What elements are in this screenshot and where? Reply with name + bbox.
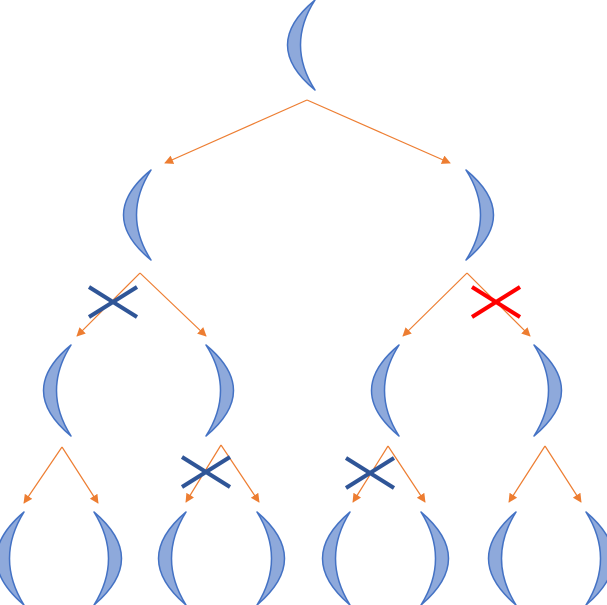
lens-node-n5-left-crescent (370, 344, 400, 437)
edge-n3-n7 (23, 446, 63, 504)
lens-node-n7-left-crescent (0, 511, 25, 605)
lens-node-n6-right-crescent (533, 344, 563, 437)
edge-n4-n10 (220, 444, 260, 503)
edge-n6-n14 (544, 445, 582, 503)
lens-node-n0-left-crescent (286, 0, 316, 91)
lens-node-n12-right-crescent (420, 511, 450, 605)
crosses-layer (87, 285, 522, 490)
edge-n0-n2 (306, 99, 451, 164)
lens-node-n1-left-crescent (122, 169, 152, 261)
cross-mark-blue-n4-n9 (180, 455, 232, 489)
edge-n3-n8 (61, 446, 99, 504)
edge-n5-n12 (387, 445, 426, 503)
lens-node-n8-right-crescent (93, 511, 123, 605)
edge-n2-n5 (402, 272, 468, 337)
lens-node-n3-left-crescent (42, 344, 72, 437)
lens-node-n10-right-crescent (256, 511, 286, 605)
lens-node-n9-left-crescent (157, 511, 187, 605)
lens-node-n4-right-crescent (205, 344, 235, 437)
cross-mark-blue-n1-n3 (87, 285, 139, 319)
lens-node-n13-left-crescent (487, 511, 517, 605)
lens-node-n2-right-crescent (465, 169, 495, 261)
cross-mark-red-n2-n6 (470, 285, 522, 319)
cross-mark-blue-n5-n11 (344, 456, 396, 490)
lens-node-n14-right-crescent (585, 511, 607, 605)
edge-n0-n1 (164, 99, 308, 164)
lens-node-n11-left-crescent (321, 511, 351, 605)
edge-n1-n4 (139, 272, 207, 337)
edge-n6-n13 (508, 445, 546, 503)
